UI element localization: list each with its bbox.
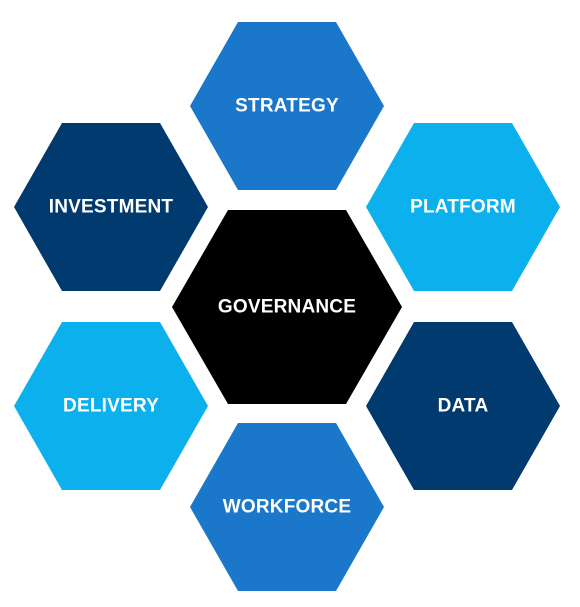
- hex-strategy-label: STRATEGY: [235, 96, 339, 117]
- hex-strategy-shape: [190, 22, 384, 190]
- hex-governance: GOVERNANCE: [172, 210, 402, 404]
- hex-delivery: DELIVERY: [14, 322, 208, 490]
- hex-workforce-label: WORKFORCE: [223, 497, 351, 518]
- hex-platform-label: PLATFORM: [410, 197, 516, 218]
- hex-data: DATA: [366, 322, 560, 490]
- hex-data-label: DATA: [438, 396, 489, 417]
- hex-platform-shape: [366, 123, 560, 291]
- hex-data-shape: [366, 322, 560, 490]
- hex-governance-label: GOVERNANCE: [218, 297, 356, 318]
- hex-platform: PLATFORM: [366, 123, 560, 291]
- hex-investment-label: INVESTMENT: [49, 197, 174, 218]
- hex-workforce-shape: [190, 423, 384, 591]
- hex-investment-shape: [14, 123, 208, 291]
- hex-investment: INVESTMENT: [14, 123, 208, 291]
- hex-workforce: WORKFORCE: [190, 423, 384, 591]
- hex-delivery-label: DELIVERY: [63, 396, 159, 417]
- hex-strategy: STRATEGY: [190, 22, 384, 190]
- hex-governance-shape: [172, 210, 402, 404]
- hex-delivery-shape: [14, 322, 208, 490]
